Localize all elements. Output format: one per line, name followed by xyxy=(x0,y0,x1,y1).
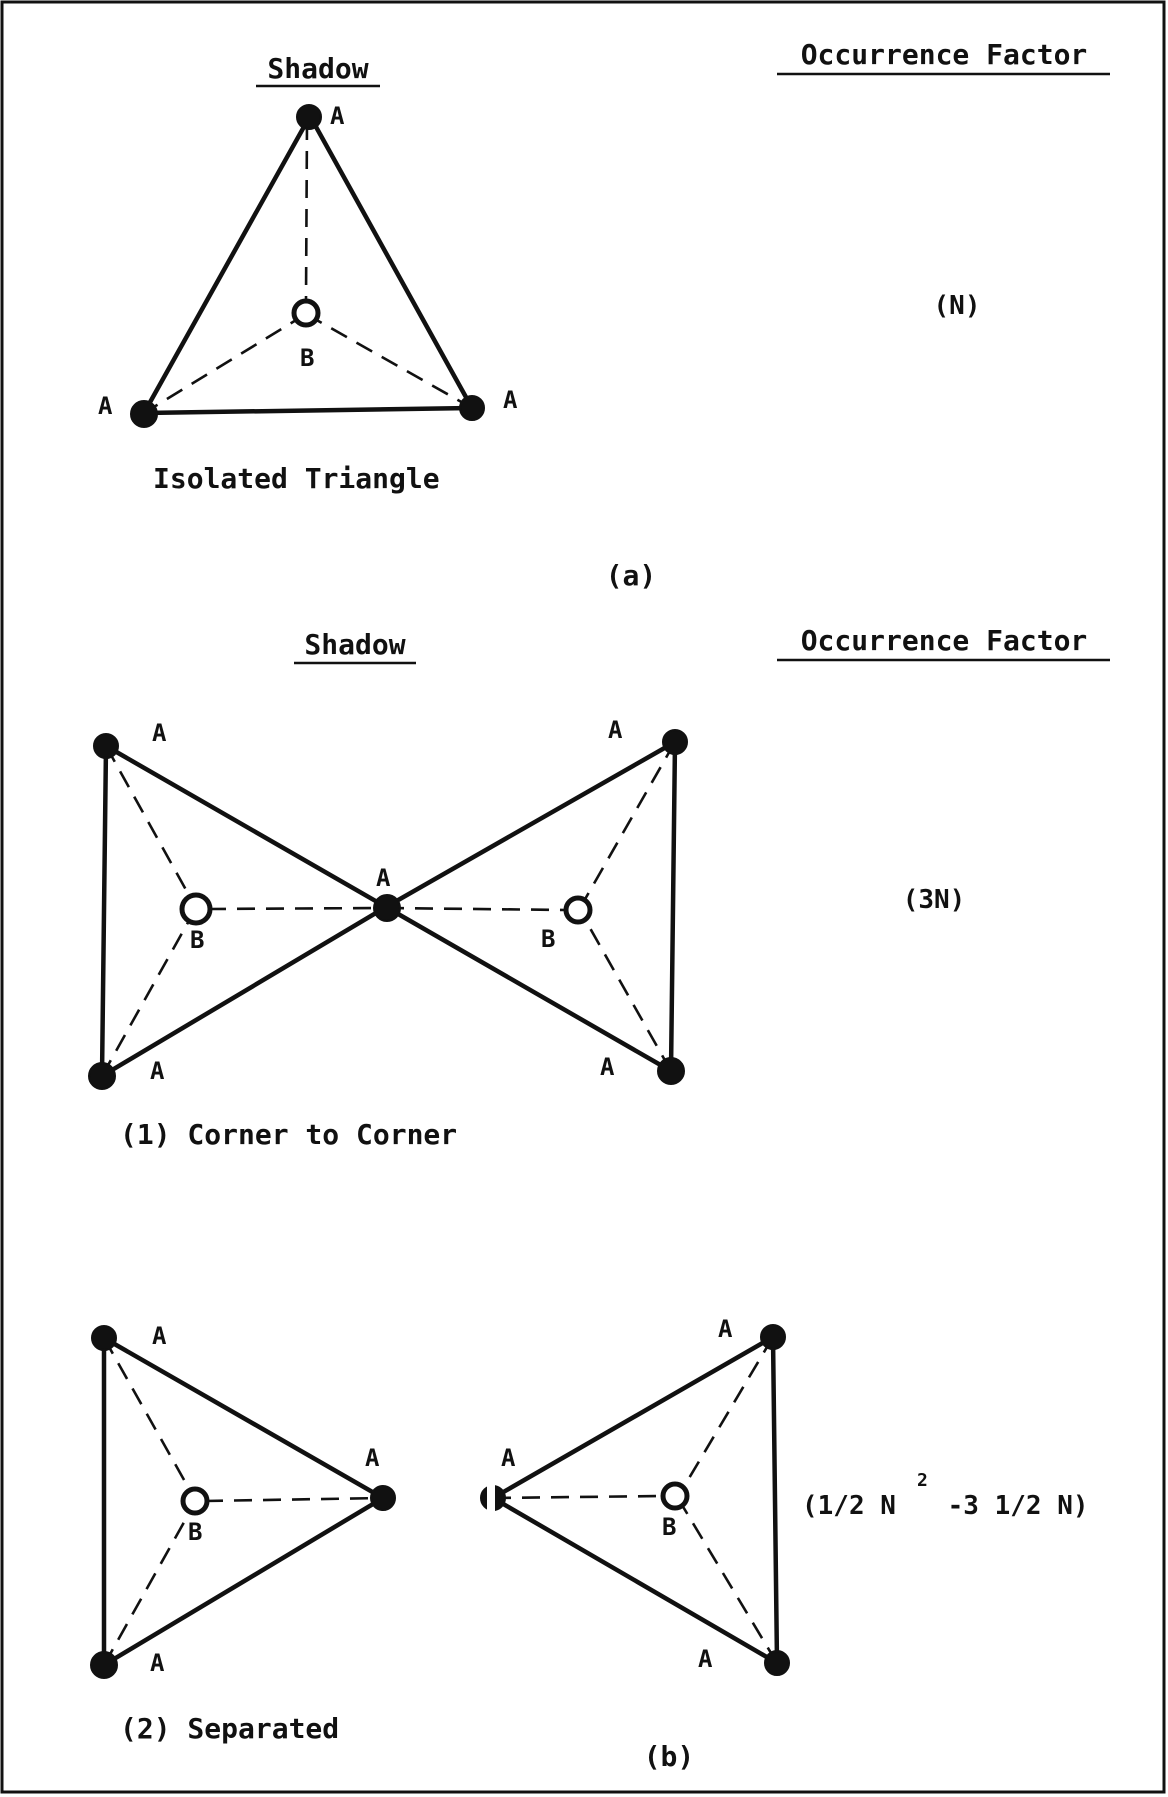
atom-a-shared xyxy=(373,894,401,922)
atom-a-label: A xyxy=(608,716,623,744)
atom-a-left-label: A xyxy=(98,392,113,420)
part-b-label: (b) xyxy=(644,1740,695,1773)
center-bond xyxy=(385,906,567,912)
atom-b-label: B xyxy=(662,1513,676,1541)
atom-a xyxy=(90,1651,118,1679)
atom-a xyxy=(91,1325,117,1351)
atom-a-label: A xyxy=(152,1322,167,1350)
atom-a-top-label: A xyxy=(330,102,345,130)
atom-a xyxy=(760,1324,786,1350)
atom-a-left xyxy=(130,400,158,428)
atom-b xyxy=(660,1481,690,1511)
corner-to-corner-shadow: A A A A A B B xyxy=(88,716,688,1090)
atom-a xyxy=(657,1057,685,1085)
atom-a-label: A xyxy=(150,1649,165,1677)
atom-b xyxy=(180,1486,210,1516)
part-a-occurrence-heading: Occurrence Factor xyxy=(801,38,1088,71)
atom-b-label: B xyxy=(300,344,314,372)
triangle-edge xyxy=(490,1334,776,1501)
isolated-triangle-caption: Isolated Triangle xyxy=(153,462,440,495)
part-a-shadow-heading: Shadow xyxy=(267,52,368,85)
atom-a xyxy=(662,729,688,755)
atom-a-right xyxy=(459,395,485,421)
atom-a-label: A xyxy=(150,1057,165,1085)
atom-a-right-label: A xyxy=(503,386,518,414)
atom-b-label: B xyxy=(188,1518,202,1546)
atom-a-label: A xyxy=(718,1315,733,1343)
center-bond xyxy=(143,312,307,415)
atom-a-label: A xyxy=(376,864,391,892)
part-a-factor: (N) xyxy=(934,291,981,321)
center-bond xyxy=(102,1507,194,1666)
triangle-edge xyxy=(101,1335,386,1501)
separated-factor-suffix: -3 1/2 N) xyxy=(932,1491,1089,1521)
atom-a-label: A xyxy=(600,1053,615,1081)
center-bond xyxy=(304,121,309,301)
center-bond xyxy=(680,1336,775,1491)
center-bond xyxy=(305,312,473,410)
part-b-shadow-heading: Shadow xyxy=(304,628,405,661)
atom-a-label: A xyxy=(698,1645,713,1673)
part-b: Shadow Occurrence Factor A A xyxy=(88,624,1110,1773)
atom-a-label: A xyxy=(152,719,167,747)
center-bond xyxy=(680,1504,779,1664)
atom-b xyxy=(563,895,593,925)
triangle-edge xyxy=(668,739,678,1074)
atom-b-label: B xyxy=(541,925,555,953)
center-bond xyxy=(207,906,387,911)
isolated-triangle: A B A A xyxy=(98,102,518,428)
part-a-label: (a) xyxy=(606,559,657,592)
triangle-edge xyxy=(383,904,674,1074)
atom-a xyxy=(88,1062,116,1090)
triangle-edge xyxy=(141,405,475,416)
atom-a xyxy=(764,1650,790,1676)
atom-a-label: A xyxy=(501,1444,516,1472)
corner-to-corner-factor: (3N) xyxy=(903,885,966,915)
corner-to-corner-caption: (1) Corner to Corner xyxy=(120,1118,457,1151)
center-bond xyxy=(100,909,197,1077)
atom-a-top xyxy=(296,104,322,130)
triangle-edge xyxy=(103,743,389,910)
separated-factor-exponent: 2 xyxy=(917,1470,928,1491)
atom-a-half-mask xyxy=(487,1484,495,1512)
center-bond xyxy=(492,1494,664,1500)
triangle-edge xyxy=(383,739,678,910)
separated-factor: (1/2 N 2 -3 1/2 N) xyxy=(802,1470,1089,1521)
atom-a xyxy=(370,1485,396,1511)
center-bond xyxy=(580,913,673,1072)
triangle-edge xyxy=(99,743,109,1079)
triangle-edge xyxy=(99,904,389,1079)
separated-shadow: A A A B A A A B xyxy=(90,1315,790,1679)
atom-b xyxy=(179,892,213,926)
atom-a xyxy=(93,733,119,759)
center-bond xyxy=(104,745,197,907)
atom-a-label: A xyxy=(365,1444,380,1472)
part-a: Shadow Occurrence Factor A B A A Isolate… xyxy=(98,38,1110,592)
separated-caption: (2) Separated xyxy=(120,1712,339,1745)
triangle-edge xyxy=(307,113,475,411)
triangle-edge xyxy=(490,1495,780,1666)
center-bond xyxy=(578,741,677,909)
triangle-edge xyxy=(101,1495,386,1668)
separated-factor-prefix: (1/2 N xyxy=(802,1491,896,1521)
center-bond xyxy=(204,1496,384,1503)
atom-b-center xyxy=(291,298,321,328)
triangle-edge xyxy=(141,113,313,416)
part-b-occurrence-heading: Occurrence Factor xyxy=(801,624,1088,657)
atom-b-label: B xyxy=(190,926,204,954)
center-bond xyxy=(102,1337,194,1495)
triangle-edge xyxy=(770,1334,780,1666)
